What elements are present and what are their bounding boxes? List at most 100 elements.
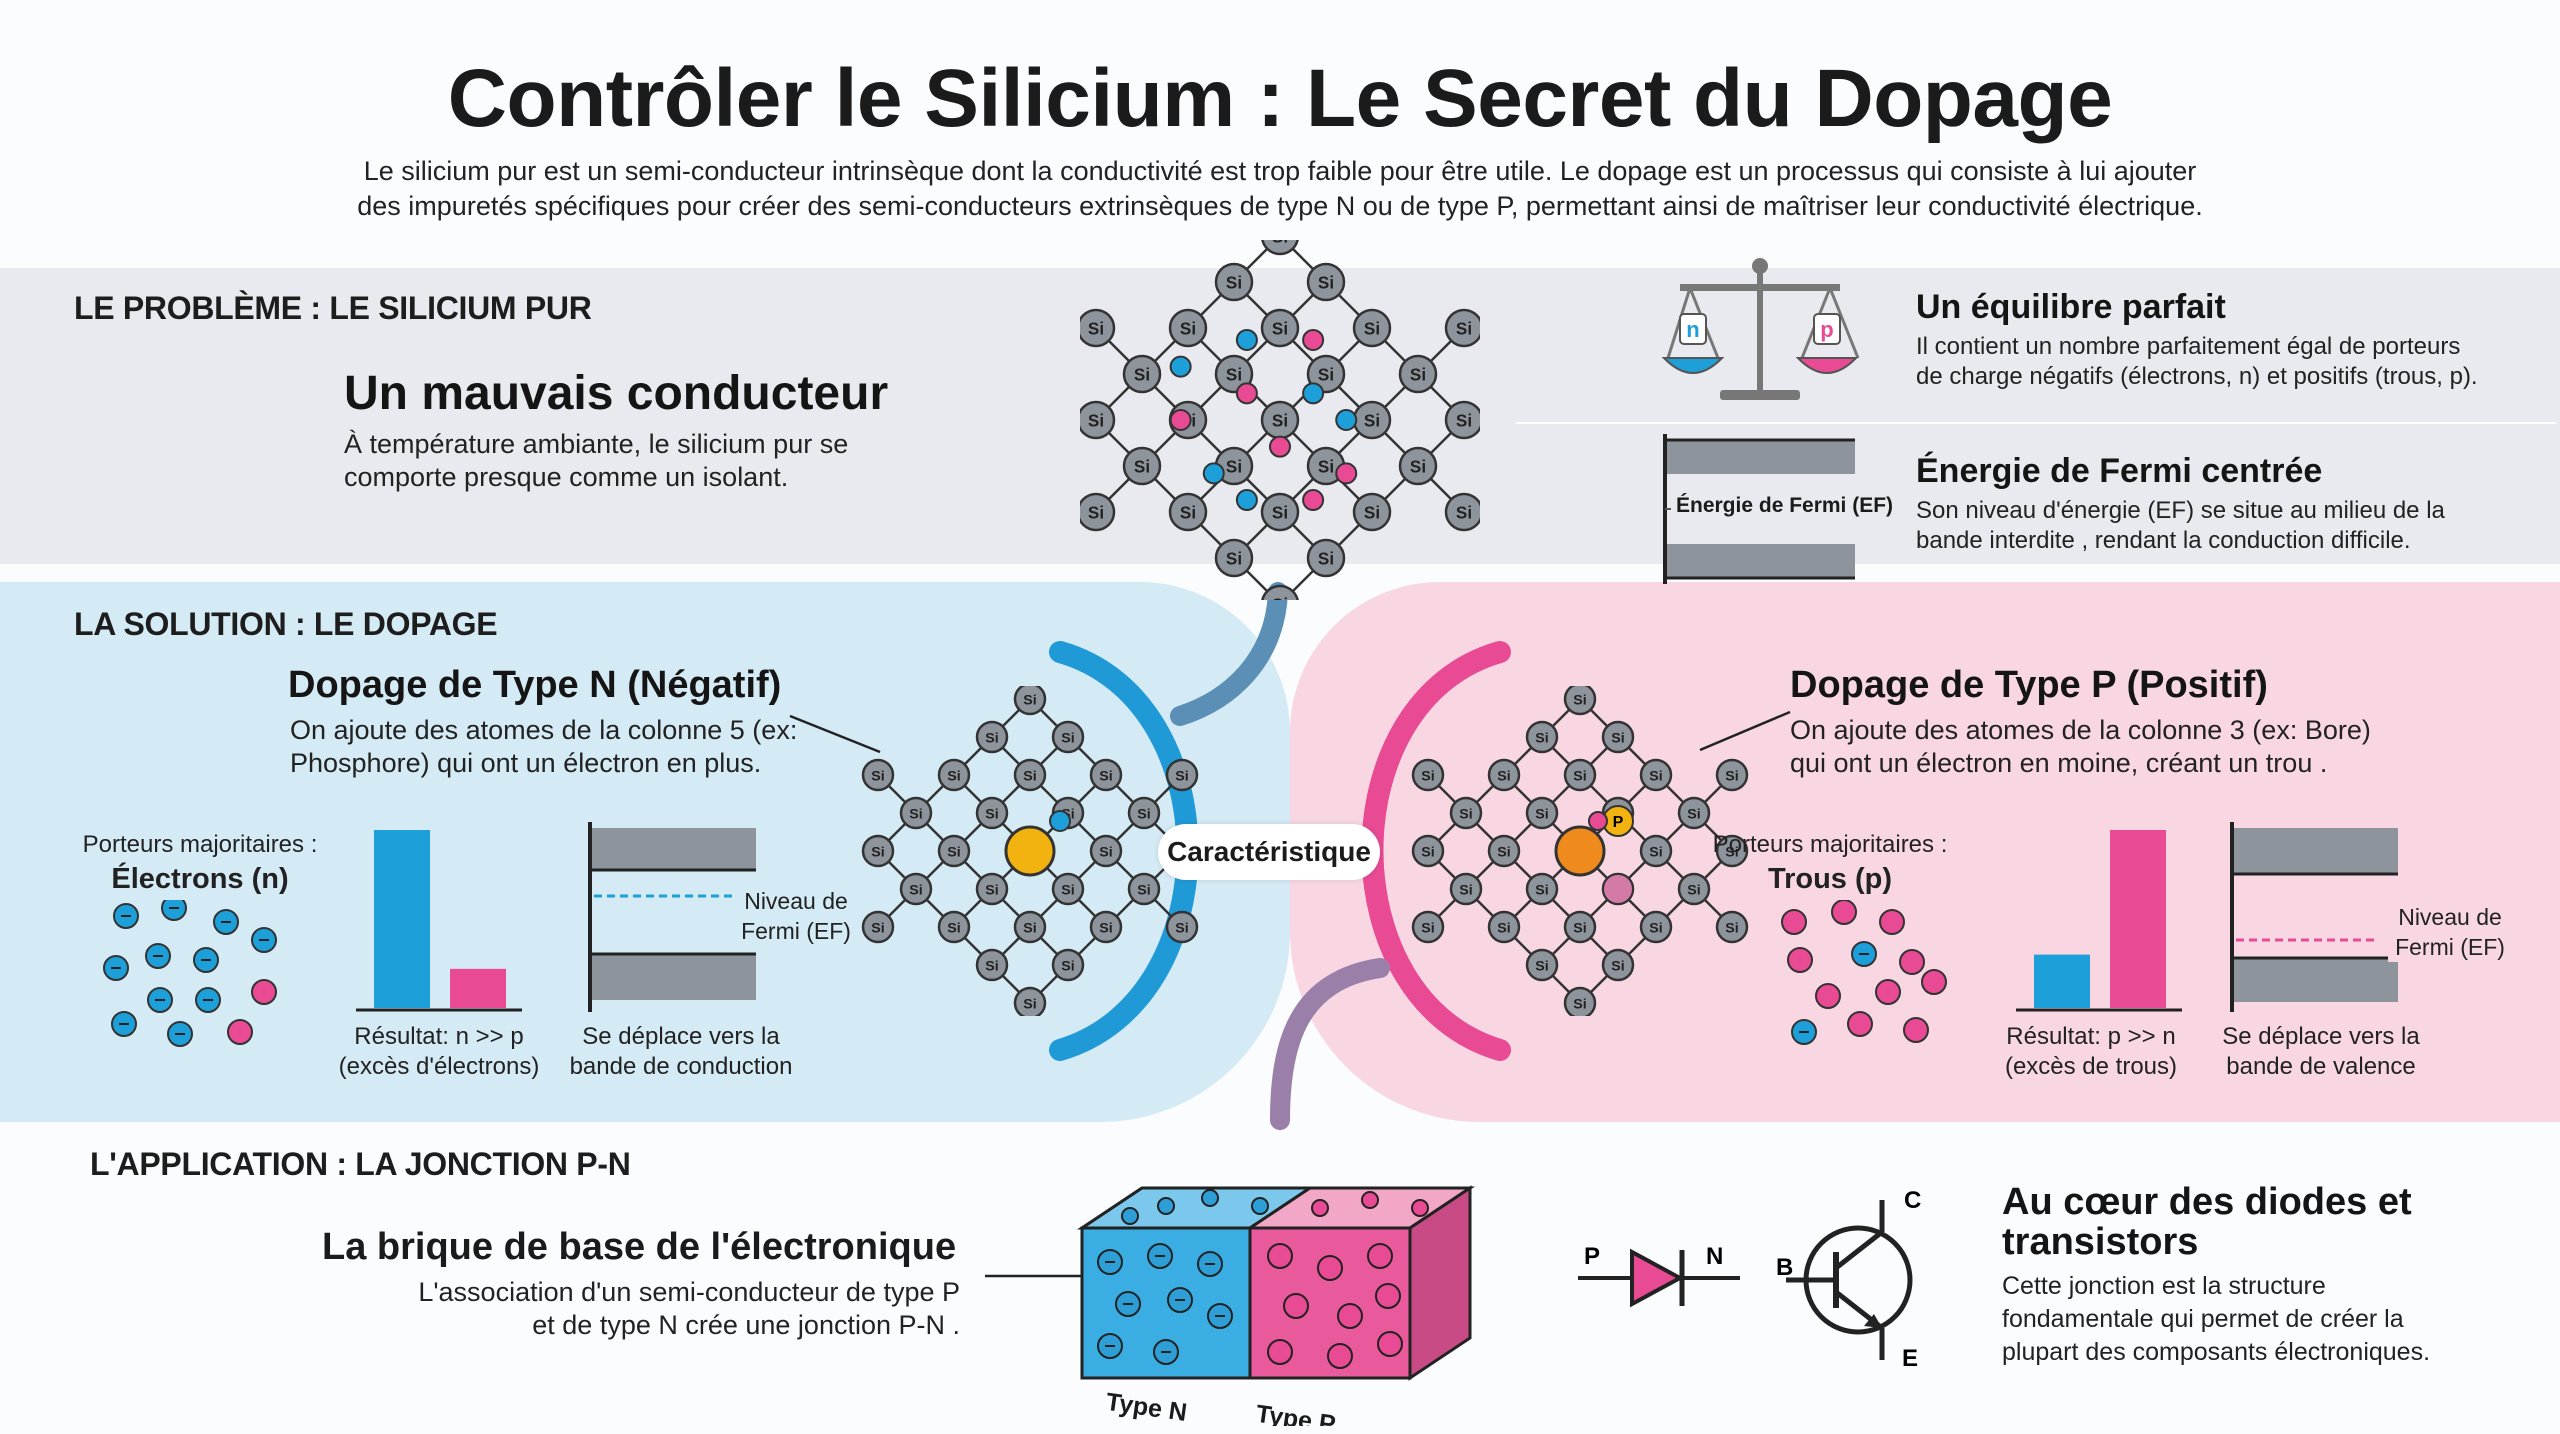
silicon-atom-label: Si: [985, 958, 998, 974]
silicon-atom: [1089, 910, 1123, 944]
silicon-atom-label: Si: [1410, 365, 1426, 384]
silicon-atom: [1487, 834, 1521, 868]
p-type-description: On ajoute des atomes de la colonne 3 (ex…: [1790, 714, 2371, 780]
n-carriers: Porteurs majoritaires : Électrons (n): [60, 830, 340, 898]
silicon-atom-label: Si: [985, 882, 998, 898]
p-fermi-line-1: Niveau de: [2398, 904, 2502, 930]
n-type-line-1: On ajoute des atomes de la colonne 5 (ex…: [290, 715, 798, 745]
equilibrium-line-1: Il contient un nombre parfaitement égal …: [1916, 333, 2461, 360]
silicon-atom: [1306, 538, 1346, 578]
silicon-atom-label: Si: [1099, 768, 1112, 784]
silicon-atom-label: Si: [1456, 319, 1472, 338]
silicon-atom: [1260, 308, 1300, 348]
silicon-atom-label: Si: [1459, 882, 1472, 898]
problem-text-line-2: comporte presque comme un isolant.: [344, 462, 789, 492]
silicon-atom: [1352, 492, 1392, 532]
silicon-atom-label: Si: [1061, 882, 1074, 898]
application-text: L'association d'un semi-conducteur de ty…: [330, 1276, 960, 1342]
silicon-atom-label: Si: [1272, 240, 1288, 246]
p-carriers-label: Porteurs majoritaires :: [1712, 831, 1948, 858]
diode-n-label: N: [1706, 1243, 1723, 1270]
silicon-atom: [1639, 758, 1673, 792]
silicon-atom-label: Si: [1226, 365, 1242, 384]
silicon-atom: [1306, 354, 1346, 394]
silicon-atom-label: Si: [1099, 844, 1112, 860]
silicon-atom-label: Si: [1611, 958, 1624, 974]
block-p-label: Type P: [1254, 1400, 1337, 1426]
silicon-atom: [975, 872, 1009, 906]
silicon-atom: [1051, 720, 1085, 754]
block-n-label: Type N: [1104, 1388, 1189, 1426]
electron-dot: [1335, 409, 1358, 431]
p-move-line-2: bande de valence: [2226, 1053, 2416, 1080]
electron-dot: [1157, 1197, 1175, 1215]
silicon-atom-label: Si: [1180, 319, 1196, 338]
silicon-atom: [861, 910, 895, 944]
fermi-line-2: bande interdite , rendant la conduction …: [1916, 527, 2411, 554]
silicon-atom: [1122, 354, 1162, 394]
silicon-atom-label: Si: [947, 844, 960, 860]
silicon-atom-label: Si: [1023, 996, 1036, 1012]
silicon-atom-label: Si: [1687, 882, 1700, 898]
p-result-line-2: (excès de trous): [2004, 1053, 2178, 1080]
p-result: Résultat: p >> n (excès de trous): [1966, 1022, 2216, 1082]
silicon-atom: [1013, 686, 1047, 716]
silicon-atom-label: Si: [871, 920, 884, 936]
p-fermi-line-2: Fermi (EF): [2395, 934, 2505, 960]
hole-dot: [1411, 1199, 1429, 1217]
hole-dot: [1375, 1283, 1401, 1309]
electron-dot: [1169, 355, 1192, 378]
silicon-atom: [899, 796, 933, 830]
silicon-atom-label: Si: [1649, 920, 1662, 936]
n-carriers-value: Électrons (n): [111, 863, 289, 895]
silicon-atom-label: Si: [1535, 958, 1548, 974]
silicon-atom-label: Si: [985, 730, 998, 746]
silicon-atom-label: Si: [1318, 365, 1334, 384]
silicon-atom: [937, 758, 971, 792]
silicon-atom: [1411, 910, 1445, 944]
hole-dot: [1317, 1255, 1343, 1281]
hole-dot: [1335, 462, 1358, 485]
silicon-atom: [861, 758, 895, 792]
silicon-atom-label: Si: [1272, 503, 1288, 522]
silicon-atom: [937, 834, 971, 868]
silicon-atom: [1089, 758, 1123, 792]
heart-line-2: fondamentale qui permet de créer la: [2002, 1305, 2404, 1333]
n-fermi-label: Niveau de Fermi (EF): [736, 886, 856, 946]
intro-line-1: Le silicium pur est un semi-conducteur i…: [363, 156, 2197, 186]
silicon-atom: [1168, 308, 1208, 348]
silicon-atom-label: Si: [985, 806, 998, 822]
silicon-atom-label: Si: [1725, 768, 1738, 784]
silicon-atom-label: Si: [1364, 503, 1380, 522]
scale-n-label: n: [1686, 317, 1699, 342]
electron-dot: [1235, 489, 1258, 512]
silicon-atom-label: Si: [1421, 844, 1434, 860]
silicon-atom-label: Si: [1459, 806, 1472, 822]
silicon-atom: [1122, 446, 1162, 486]
n-type-carrier-bars: [356, 830, 522, 1012]
silicon-atom: [861, 834, 895, 868]
hole-dot: [1781, 909, 1807, 935]
hole-dot: [1787, 947, 1813, 973]
hole-dot: [1283, 1293, 1309, 1319]
equilibrium-line-2: de charge négatifs (électrons, n) et pos…: [1916, 363, 2478, 390]
p-result-line-1: Résultat: p >> n: [2006, 1023, 2176, 1050]
application-section-label: L'APPLICATION : LA JONCTION P-N: [90, 1146, 631, 1182]
n-result-line-1: Résultat: n >> p: [354, 1023, 524, 1050]
silicon-atom: [1013, 758, 1047, 792]
silicon-atom: [975, 720, 1009, 754]
silicon-atom-label: Si: [947, 920, 960, 936]
silicon-atom-label: Si: [1725, 844, 1738, 860]
transistor-e-label: E: [1902, 1345, 1918, 1372]
page-title: Contrôler le Silicium : Le Secret du Dop…: [447, 53, 2113, 144]
silicon-atom: [1127, 872, 1161, 906]
silicon-atom: [1525, 872, 1559, 906]
silicon-atom: [1089, 834, 1123, 868]
silicon-atom: [1127, 796, 1161, 830]
silicon-atom: [1080, 308, 1116, 348]
p-marker-label: P: [1613, 814, 1624, 831]
p-move: Se déplace vers la bande de valence: [2196, 1022, 2446, 1082]
silicon-atom-label: Si: [1497, 844, 1510, 860]
silicon-atom: [1444, 492, 1480, 532]
